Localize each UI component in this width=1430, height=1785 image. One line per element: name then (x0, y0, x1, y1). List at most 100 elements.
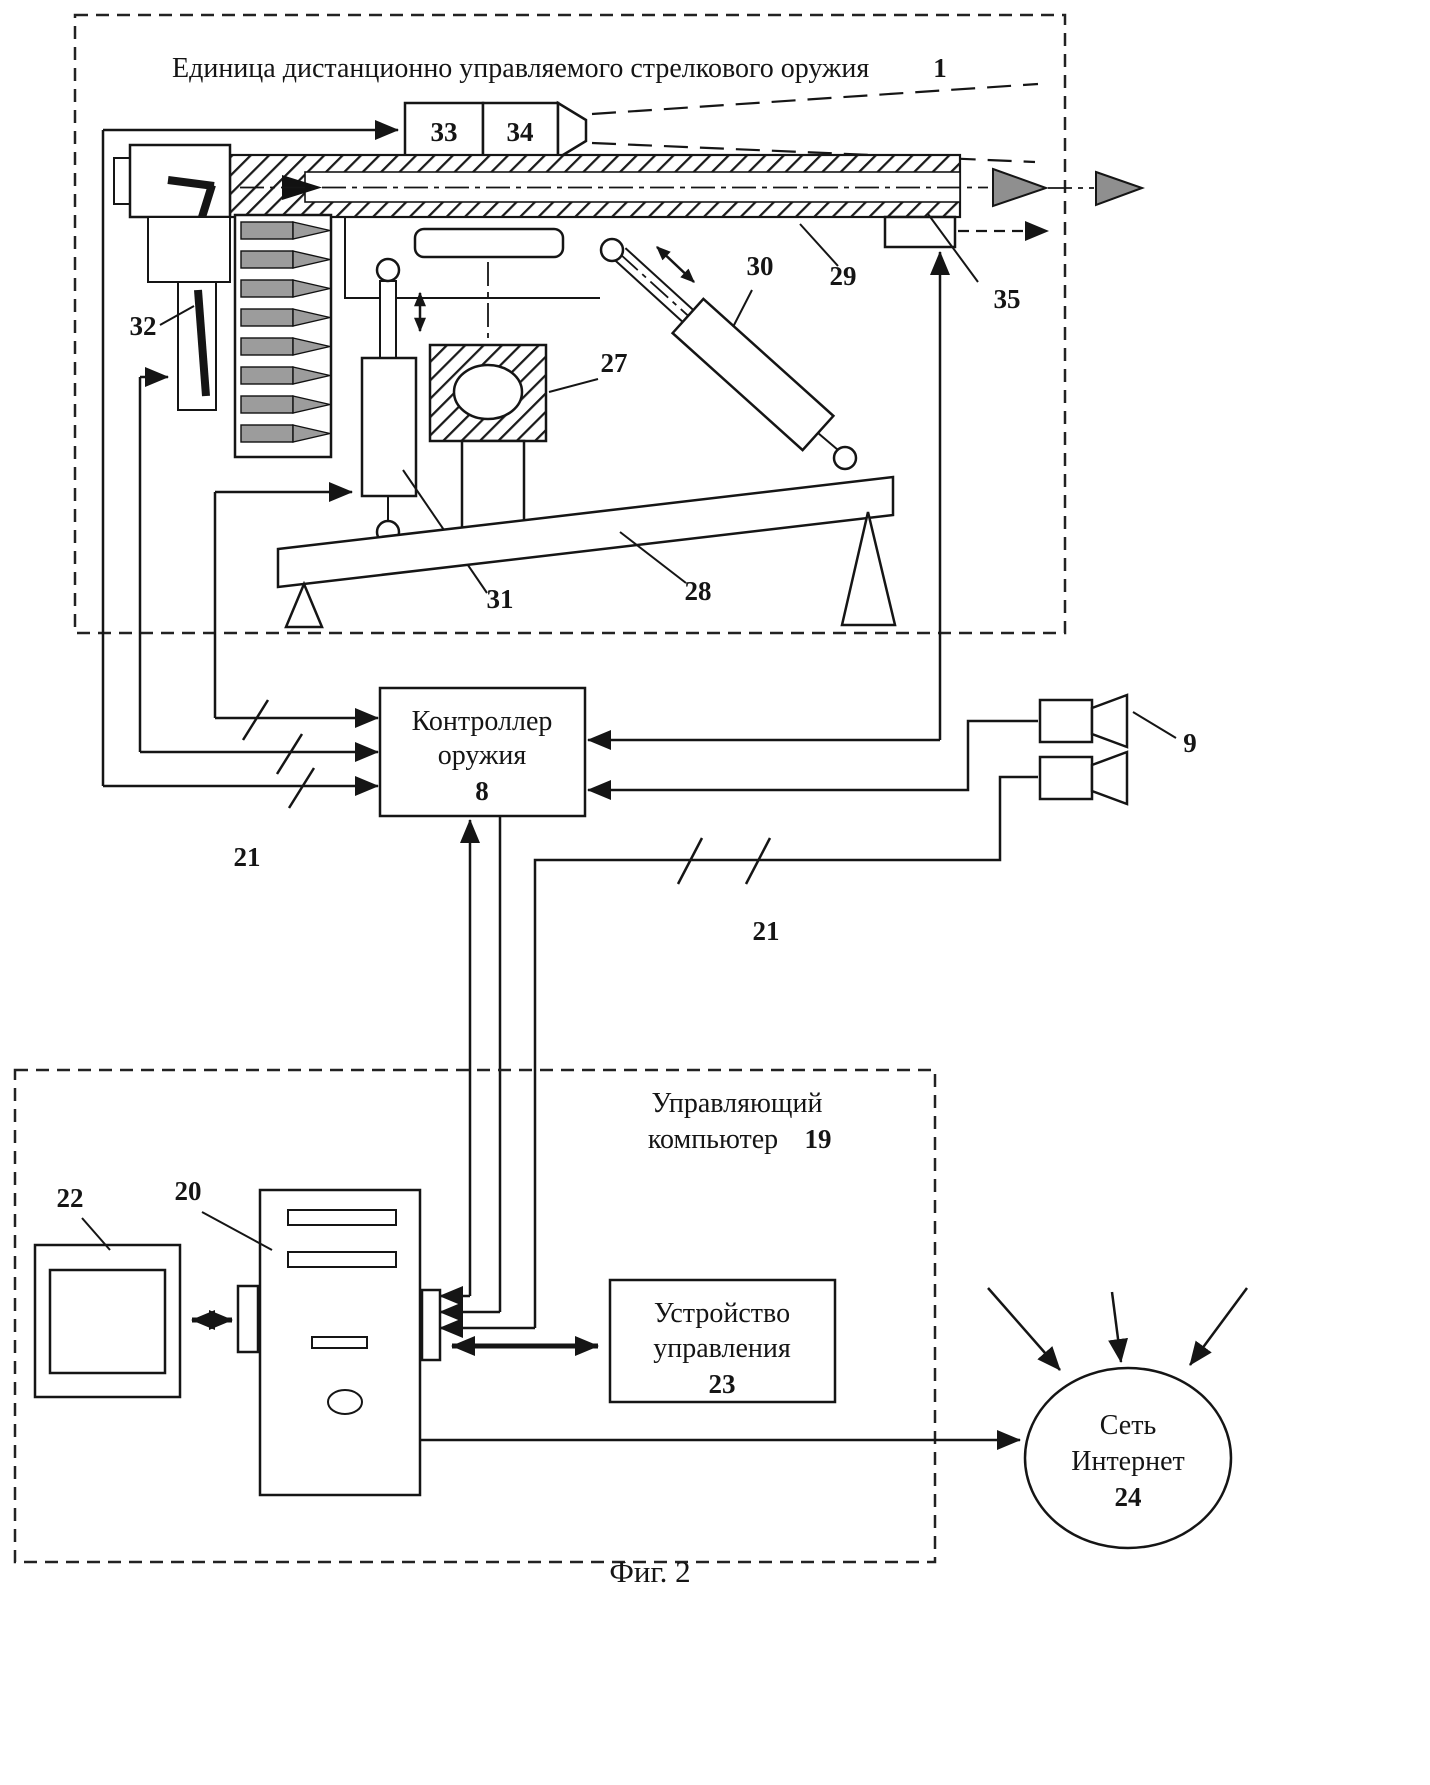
bullet-tip (292, 424, 331, 443)
platform: 28 (276, 475, 897, 629)
control-device-ref-label: 23 (709, 1369, 736, 1399)
computer-unit: Управляющий компьютер 19 22 20 Устройств (13, 1068, 937, 1564)
cable-slash (287, 767, 316, 809)
bullet (240, 279, 294, 298)
wire-camera-2 (533, 775, 1038, 1328)
cable-label-21-left: 21 (234, 842, 261, 872)
internet-line2: Интернет (1071, 1446, 1185, 1477)
actuator-31-rod (379, 280, 397, 362)
controller-box (378, 686, 587, 818)
computer-boundary (13, 1068, 937, 1564)
weapon-unit-title: Единица дистанционно управляемого стрелк… (172, 53, 869, 84)
weapon-controller: Контроллер оружия 8 (378, 686, 587, 818)
camera-ref-label: 9 (1183, 728, 1197, 758)
receiver-back-plate (113, 157, 131, 205)
part-label-31: 31 (487, 584, 514, 614)
computer-tower: 20 (175, 1176, 442, 1497)
camera-2-lens (1090, 750, 1129, 806)
pointer-32 (159, 305, 195, 326)
sensor-box-35 (883, 215, 957, 249)
trigger-rod (194, 289, 210, 397)
monitor-ref-label: 22 (57, 1183, 84, 1213)
tower-power-button (327, 1389, 363, 1415)
tower-drive-bay-2 (287, 1251, 397, 1268)
internet: Сеть Интернет 24 (420, 1287, 1249, 1550)
internet-ellipse (1023, 1366, 1233, 1550)
incoming-arrow-1 (987, 1287, 1061, 1371)
camera-2-body (1038, 755, 1094, 801)
pointer-9 (1132, 711, 1177, 739)
trunnion-block: 27 (428, 262, 628, 533)
tower-drive-bay-1 (287, 1209, 397, 1226)
actuator-30-top-joint (599, 237, 625, 263)
actuator-30-cylinder (670, 297, 836, 452)
cable-label-21-right: 21 (753, 916, 780, 946)
tower-left-port (236, 1284, 260, 1354)
computer-ref-label: 19 (805, 1124, 832, 1154)
grip-frame (147, 216, 231, 283)
platform-28-beam (276, 475, 895, 589)
tower-slot (311, 1336, 368, 1349)
cable-slash (275, 733, 304, 775)
block-27-bearing (452, 363, 524, 421)
under-barrel-frame (344, 217, 600, 299)
control-device-box (608, 1278, 837, 1404)
part-label-29: 29 (830, 261, 857, 291)
sight-lens (556, 100, 588, 161)
internet-line1: Сеть (1100, 1410, 1156, 1441)
incoming-arrow-3 (1188, 1287, 1249, 1366)
monitor: 22 (33, 1183, 182, 1399)
wire-camera-1 (587, 719, 1038, 800)
bullet (240, 221, 294, 240)
frame-outline (344, 217, 600, 299)
wiring: 21 21 (101, 130, 1038, 1338)
internet-ref-label: 24 (1115, 1482, 1142, 1512)
actuator-30-bottom-joint (832, 445, 858, 471)
bullet (240, 308, 294, 327)
bullet-tip (292, 366, 331, 385)
actuator-30-end-rod (817, 432, 839, 451)
camera-1-body (1038, 698, 1094, 744)
bullet (240, 424, 294, 443)
monitor-screen (48, 1268, 167, 1375)
cable-slash (676, 837, 704, 885)
part-label-35: 35 (994, 284, 1021, 314)
magazine-bullets (240, 221, 331, 443)
trigger-lever-arm (167, 176, 215, 190)
bullet (240, 366, 294, 385)
part-label-34: 34 (507, 117, 534, 147)
actuator-30-rod-a (613, 259, 684, 323)
part-label-30: 30 (747, 251, 774, 281)
actuator-31-top-joint (375, 257, 401, 283)
pointer-28 (619, 531, 687, 584)
pointer-30 (732, 289, 753, 328)
pointer-27 (548, 378, 599, 393)
rail-slot (413, 227, 565, 259)
diagonal-motion-arrow (656, 246, 695, 283)
actuator-31-cylinder (360, 356, 418, 498)
computer-title-line2: компьютер (648, 1124, 778, 1155)
receiver-assembly: 32 (113, 143, 232, 411)
sight-line-upper (591, 82, 1039, 116)
weapon-unit-ref-label: 1 (933, 53, 947, 83)
part-label-33: 33 (431, 117, 458, 147)
cameras: 9 (1038, 693, 1197, 806)
controller-ref-label: 8 (475, 776, 489, 806)
pointer-20 (201, 1211, 273, 1251)
barrel-assembly: 29 (228, 153, 1145, 291)
bullet-tip (292, 221, 331, 240)
bullet-tip (292, 250, 331, 269)
support-right (840, 511, 897, 627)
muzzle-direction-arrow (992, 167, 1050, 208)
bullet-tip (292, 337, 331, 356)
incoming-arrow-2 (1108, 1291, 1128, 1363)
weapon-unit: Единица дистанционно управляемого стрелк… (73, 13, 1145, 635)
bullet-tip (292, 279, 331, 298)
bullet-tip (292, 308, 331, 327)
pointer-29 (799, 223, 839, 267)
cable-slash (744, 837, 772, 885)
camera-1-lens (1090, 693, 1129, 749)
control-device-line1: Устройство (654, 1298, 790, 1329)
